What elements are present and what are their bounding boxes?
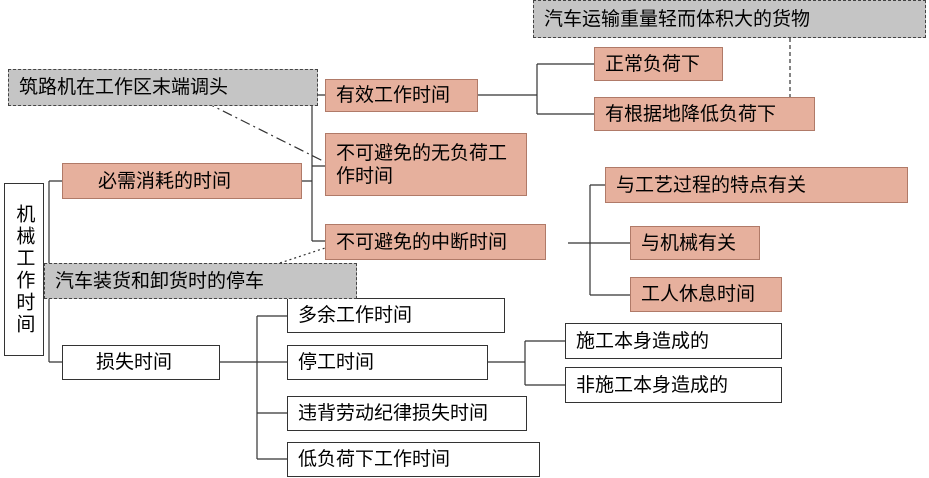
construction-caused-node: 施工本身造成的 — [565, 323, 782, 359]
necessary-time-node: 必需消耗的时间 — [62, 163, 302, 199]
normal-load-node: 正常负荷下 — [594, 47, 723, 81]
connector-interrupt — [568, 184, 630, 296]
unavoidable-no-load-node: 不可避免的无负荷工作时间 — [325, 133, 527, 196]
unavoidable-interrupt-node: 不可避免的中断时间 — [325, 224, 546, 260]
extra-work-node: 多余工作时间 — [287, 298, 505, 333]
connector-loss — [220, 315, 287, 460]
process-related-node: 与工艺过程的特点有关 — [605, 167, 908, 203]
connector-turnaround-example — [204, 101, 326, 163]
low-load-work-node: 低负荷下工作时间 — [287, 442, 540, 477]
loss-time-node: 损失时间 — [62, 345, 220, 380]
loading-example-callout: 汽车装货和卸货时的停车 — [44, 263, 357, 299]
root-node: 机械工作时间 — [4, 183, 44, 356]
connector-effective — [478, 63, 594, 115]
connector-necessary — [302, 94, 325, 242]
connector-loading-example — [279, 247, 326, 264]
non-construction-caused-node: 非施工本身造成的 — [565, 367, 782, 403]
connector-stop — [488, 340, 565, 386]
machine-related-node: 与机械有关 — [630, 226, 760, 260]
reduced-load-node: 有根据地降低负荷下 — [594, 97, 815, 131]
stop-time-node: 停工时间 — [287, 345, 488, 380]
discipline-loss-node: 违背劳动纪律损失时间 — [287, 396, 527, 431]
effective-time-node: 有效工作时间 — [325, 79, 478, 112]
worker-rest-node: 工人休息时间 — [630, 277, 782, 312]
turnaround-example-callout: 筑路机在工作区末端调头 — [8, 69, 318, 106]
cargo-example-callout: 汽车运输重量轻而体积大的货物 — [533, 0, 926, 38]
